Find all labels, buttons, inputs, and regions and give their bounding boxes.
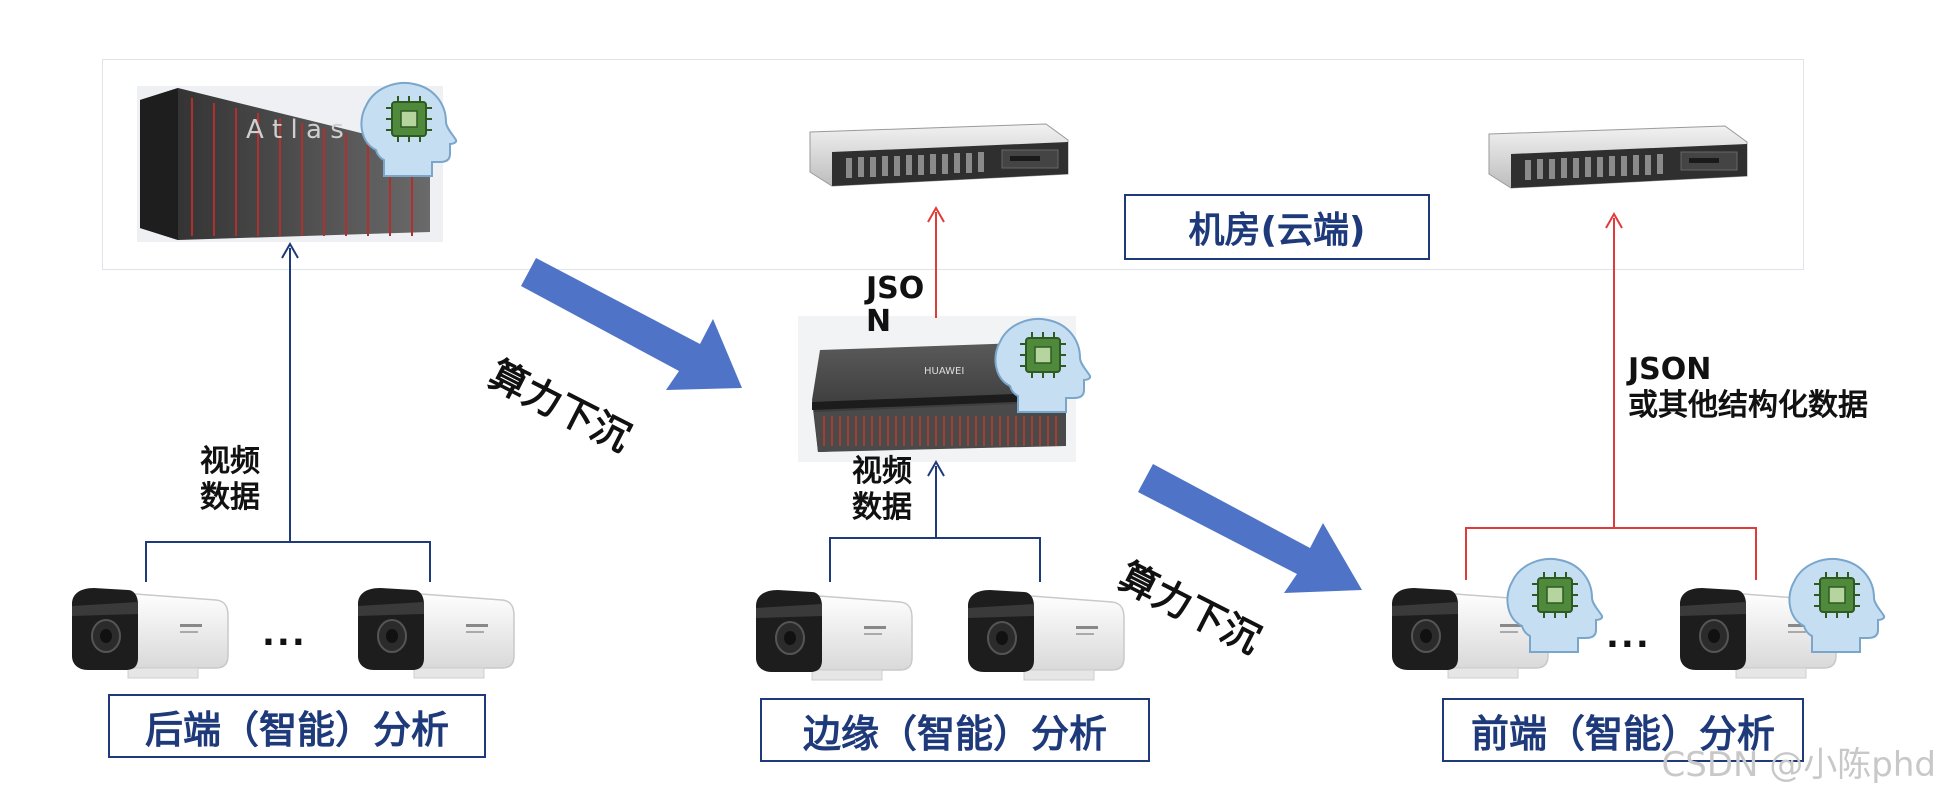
frontend-connector: [1465, 218, 1757, 580]
cloud-label: 机房(云端): [1124, 194, 1430, 260]
camera-backend-1: [71, 587, 229, 679]
svg-text:HUAWEI: HUAWEI: [924, 366, 964, 377]
ellipsis-backend: ...: [262, 614, 307, 654]
json-label-frontend: JSON 或其他结构化数据: [1628, 352, 1868, 423]
edge-analysis-label: 边缘（智能）分析: [760, 698, 1150, 762]
frontend-analysis-label: 前端（智能）分析: [1442, 698, 1804, 762]
camera-backend-2: [357, 587, 515, 679]
video-data-label-backend: 视频 数据: [200, 444, 260, 515]
camera-edge-1: [755, 589, 913, 681]
camera-edge-2: [967, 589, 1125, 681]
cloud-region: [102, 59, 1804, 270]
ellipsis-frontend: ...: [1606, 616, 1651, 656]
cloud-server-1: [809, 123, 1069, 187]
cloud-server-2: [1488, 125, 1748, 189]
compute-sink-arrow-2: [1138, 464, 1362, 593]
compute-sink-arrow-1: [521, 258, 742, 390]
edge-connector: [829, 466, 1041, 582]
arrowhead: [927, 459, 945, 477]
arrowhead: [1605, 211, 1623, 229]
backend-analysis-label: 后端（智能）分析: [108, 694, 486, 758]
watermark: CSDN @小陈phd: [1661, 745, 1936, 785]
supercomputer-brand: A t l a s: [246, 115, 344, 145]
json-label-edge: JSO N: [866, 271, 925, 339]
video-data-label-edge: 视频 数据: [852, 454, 912, 525]
arrowhead: [927, 205, 945, 223]
backend-connector: [145, 248, 431, 582]
arrowhead: [281, 241, 299, 259]
